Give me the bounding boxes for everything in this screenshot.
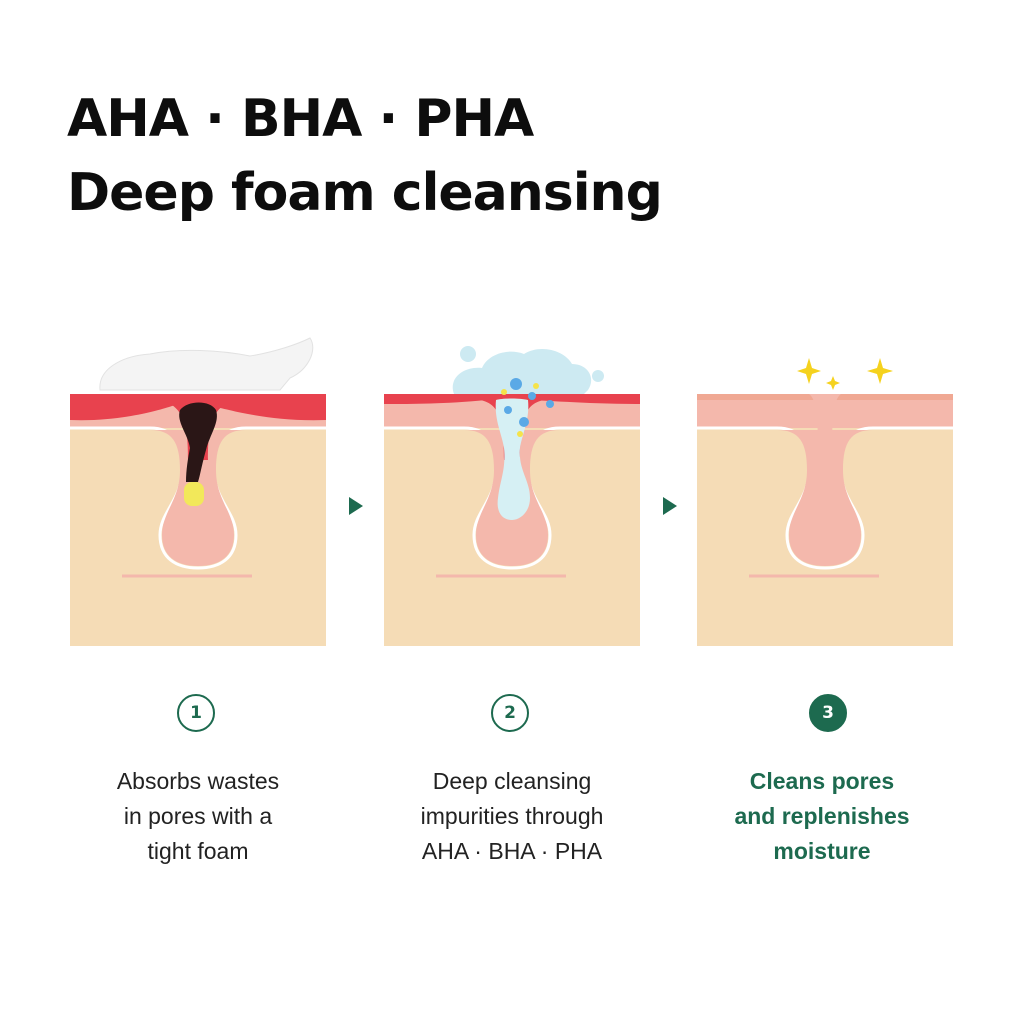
arrow-right-icon xyxy=(663,497,677,515)
step-2-line-3: AHA · BHA · PHA xyxy=(421,838,603,864)
sparkle-icon xyxy=(797,358,821,384)
step-number-2: 2 xyxy=(491,694,529,732)
sparkle-icon xyxy=(867,358,893,384)
step-1-line-2: in pores with a xyxy=(123,803,273,829)
foam-icon xyxy=(99,337,314,391)
step-1-line-3: tight foam xyxy=(147,838,249,864)
step-description-2: Deep cleansing impurities through AHA · … xyxy=(384,764,640,869)
step-number-1: 1 xyxy=(177,694,215,732)
step-2-line-1: Deep cleansing xyxy=(432,768,592,794)
illustration-step-2 xyxy=(384,330,640,646)
step-number-3: 3 xyxy=(809,694,847,732)
step-description-1: Absorbs wastes in pores with a tight foa… xyxy=(70,764,326,869)
sebum-icon xyxy=(184,482,204,506)
page-title: AHA · BHA · PHA Deep foam cleansing xyxy=(67,82,663,230)
step-3-line-2: and replenishes xyxy=(734,803,910,829)
illustration-step-1 xyxy=(70,330,326,646)
bubble-cloud-icon xyxy=(452,349,592,394)
step-2-line-2: impurities through xyxy=(420,803,604,829)
waste-icon xyxy=(179,402,217,482)
step-1-line-1: Absorbs wastes xyxy=(116,768,280,794)
step-description-3: Cleans pores and replenishes moisture xyxy=(694,764,950,869)
step-3-line-3: moisture xyxy=(773,838,871,864)
sparkle-icon xyxy=(826,376,840,390)
arrow-right-icon xyxy=(349,497,363,515)
step-3-line-1: Cleans pores xyxy=(749,768,895,794)
title-line-2: Deep foam cleansing xyxy=(67,163,663,223)
title-line-1: AHA · BHA · PHA xyxy=(67,89,534,149)
illustration-step-3 xyxy=(697,330,953,646)
